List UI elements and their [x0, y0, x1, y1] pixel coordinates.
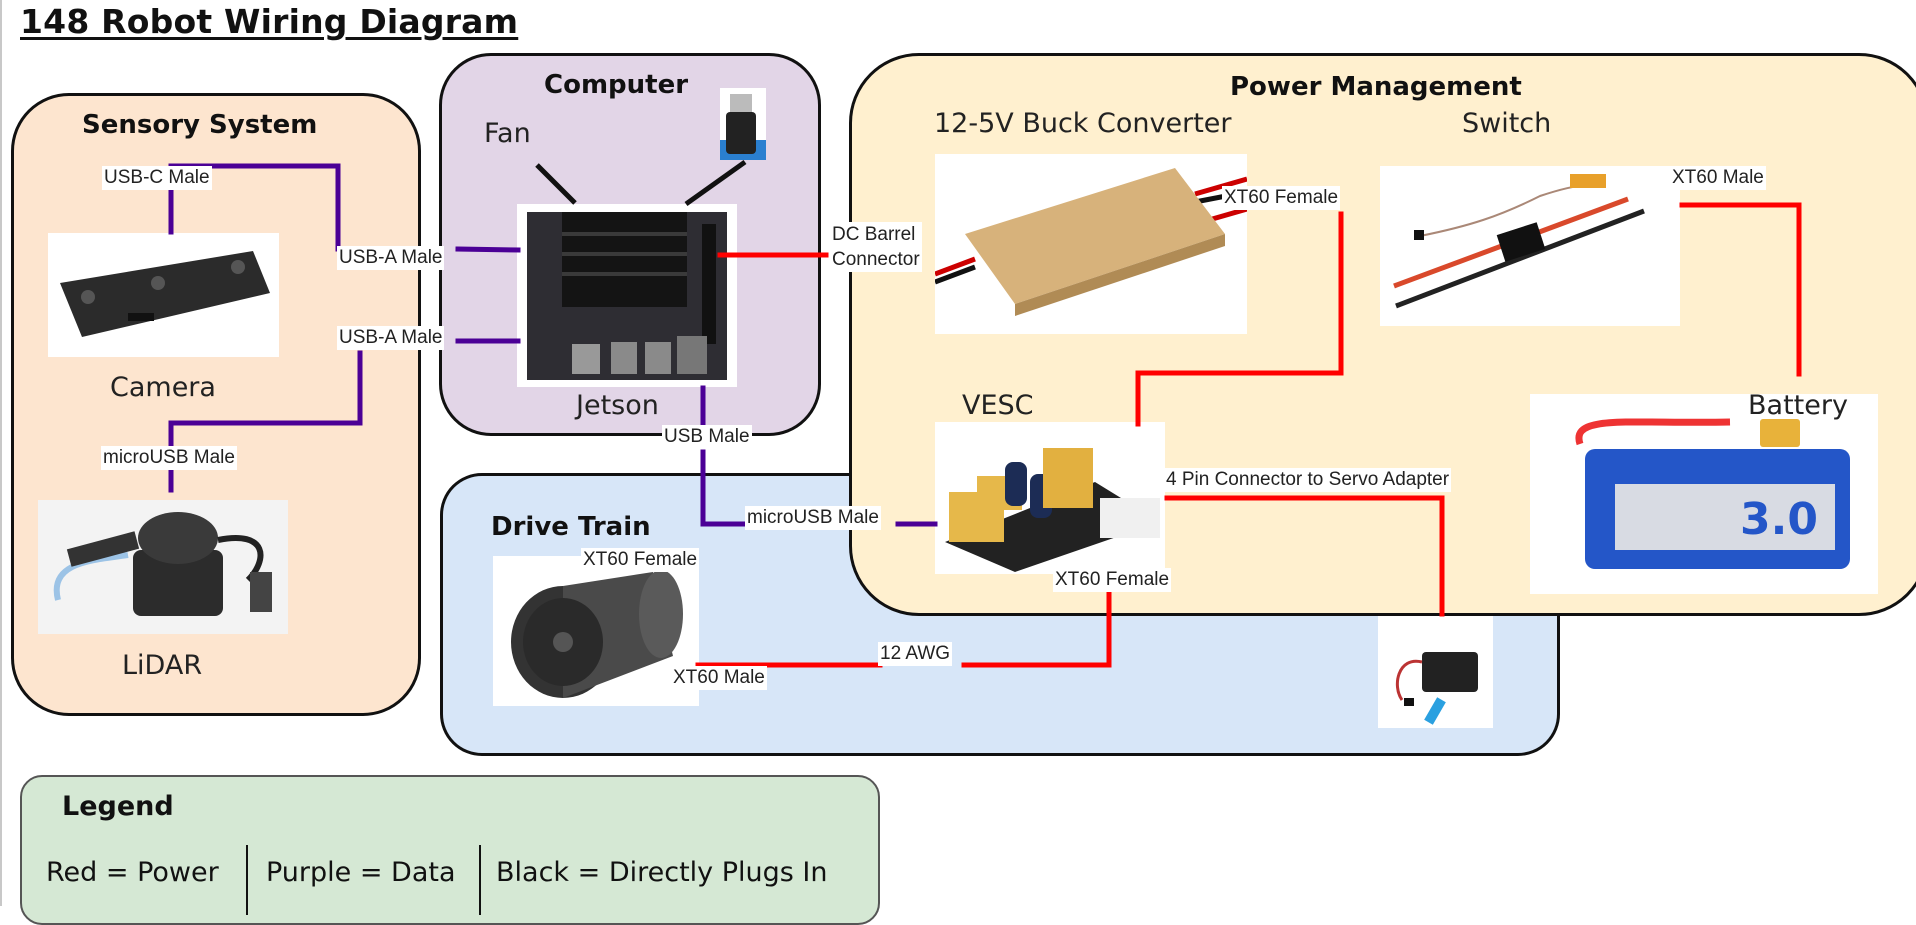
buck-xt60-label: XT60 Female	[1222, 186, 1341, 210]
dc-barrel-line1: DC Barrel	[832, 224, 916, 245]
vesc-microusb-label: microUSB Male	[745, 506, 881, 530]
vesc-icon	[945, 448, 1160, 572]
vesc-label: VESC	[962, 390, 1034, 421]
lidar-usba-label: USB-A Male	[337, 326, 445, 350]
usb-wifi-dongle-icon	[720, 94, 766, 160]
jetson-label: Jetson	[576, 390, 659, 421]
lidar-icon	[53, 512, 272, 616]
battery-image: 3.0	[1530, 394, 1878, 594]
sensory-system-title: Sensory System	[82, 110, 318, 140]
drive-train-title: Drive Train	[491, 512, 651, 542]
svg-text:3.0: 3.0	[1740, 494, 1818, 545]
wifi-adapter-image	[720, 88, 766, 160]
power-switch-icon	[1393, 174, 1645, 309]
buck-converter-icon	[935, 168, 1247, 316]
legend-item-power: Red = Power	[46, 857, 219, 888]
power-management-title: Power Management	[1230, 72, 1522, 102]
switch-xt60-label: XT60 Male	[1670, 166, 1766, 190]
camera-usbc-label: USB-C Male	[102, 166, 212, 190]
legend-item-data: Purple = Data	[266, 857, 456, 888]
lidar-image	[38, 500, 288, 634]
vesc-servo-label: 4 Pin Connector to Servo Adapter	[1164, 468, 1452, 492]
jetson-image	[517, 204, 737, 387]
lidar-label: LiDAR	[122, 650, 203, 681]
switch-image	[1380, 166, 1680, 326]
vesc-xt60-label: XT60 Female	[1053, 568, 1172, 592]
camera-icon	[60, 251, 270, 337]
battery-label: Battery	[1748, 390, 1848, 421]
fan-label: Fan	[484, 118, 531, 149]
camera-label: Camera	[110, 372, 216, 403]
diagram-title: 148 Robot Wiring Diagram	[20, 2, 519, 41]
lipo-battery-icon: 3.0	[1575, 418, 1850, 569]
motor-xt60-male-label: XT60 Male	[671, 666, 767, 690]
legend-item-direct: Black = Directly Plugs In	[496, 857, 828, 888]
servo-icon	[1395, 652, 1478, 725]
buck-converter-label: 12-5V Buck Converter	[934, 108, 1232, 139]
computer-title: Computer	[544, 70, 689, 100]
legend-box: Legend Red = Power Purple = Data Black =…	[20, 775, 880, 925]
dc-barrel-line2: Connector	[832, 249, 920, 270]
brushless-motor-icon	[511, 570, 683, 698]
vesc-image	[935, 422, 1165, 574]
legend-title: Legend	[62, 791, 174, 822]
left-edge	[0, 0, 2, 906]
jetson-usb-label: USB Male	[662, 425, 752, 449]
camera-usba-label: USB-A Male	[337, 246, 445, 270]
camera-image	[48, 233, 279, 357]
lidar-microusb-label: microUSB Male	[101, 446, 237, 470]
switch-label: Switch	[1462, 108, 1552, 139]
dc-barrel-label: DC Barrel Connector	[830, 222, 922, 272]
motor-xt60-female-label: XT60 Female	[581, 548, 700, 572]
motor-image	[493, 556, 699, 706]
servo-image	[1378, 616, 1493, 728]
legend-items: Red = Power Purple = Data Black = Direct…	[22, 845, 882, 915]
wire-gauge-label: 12 AWG	[878, 642, 953, 666]
legend-divider	[479, 845, 481, 915]
buck-converter-image	[935, 154, 1247, 334]
legend-divider	[246, 845, 248, 915]
jetson-board-icon	[527, 212, 727, 380]
